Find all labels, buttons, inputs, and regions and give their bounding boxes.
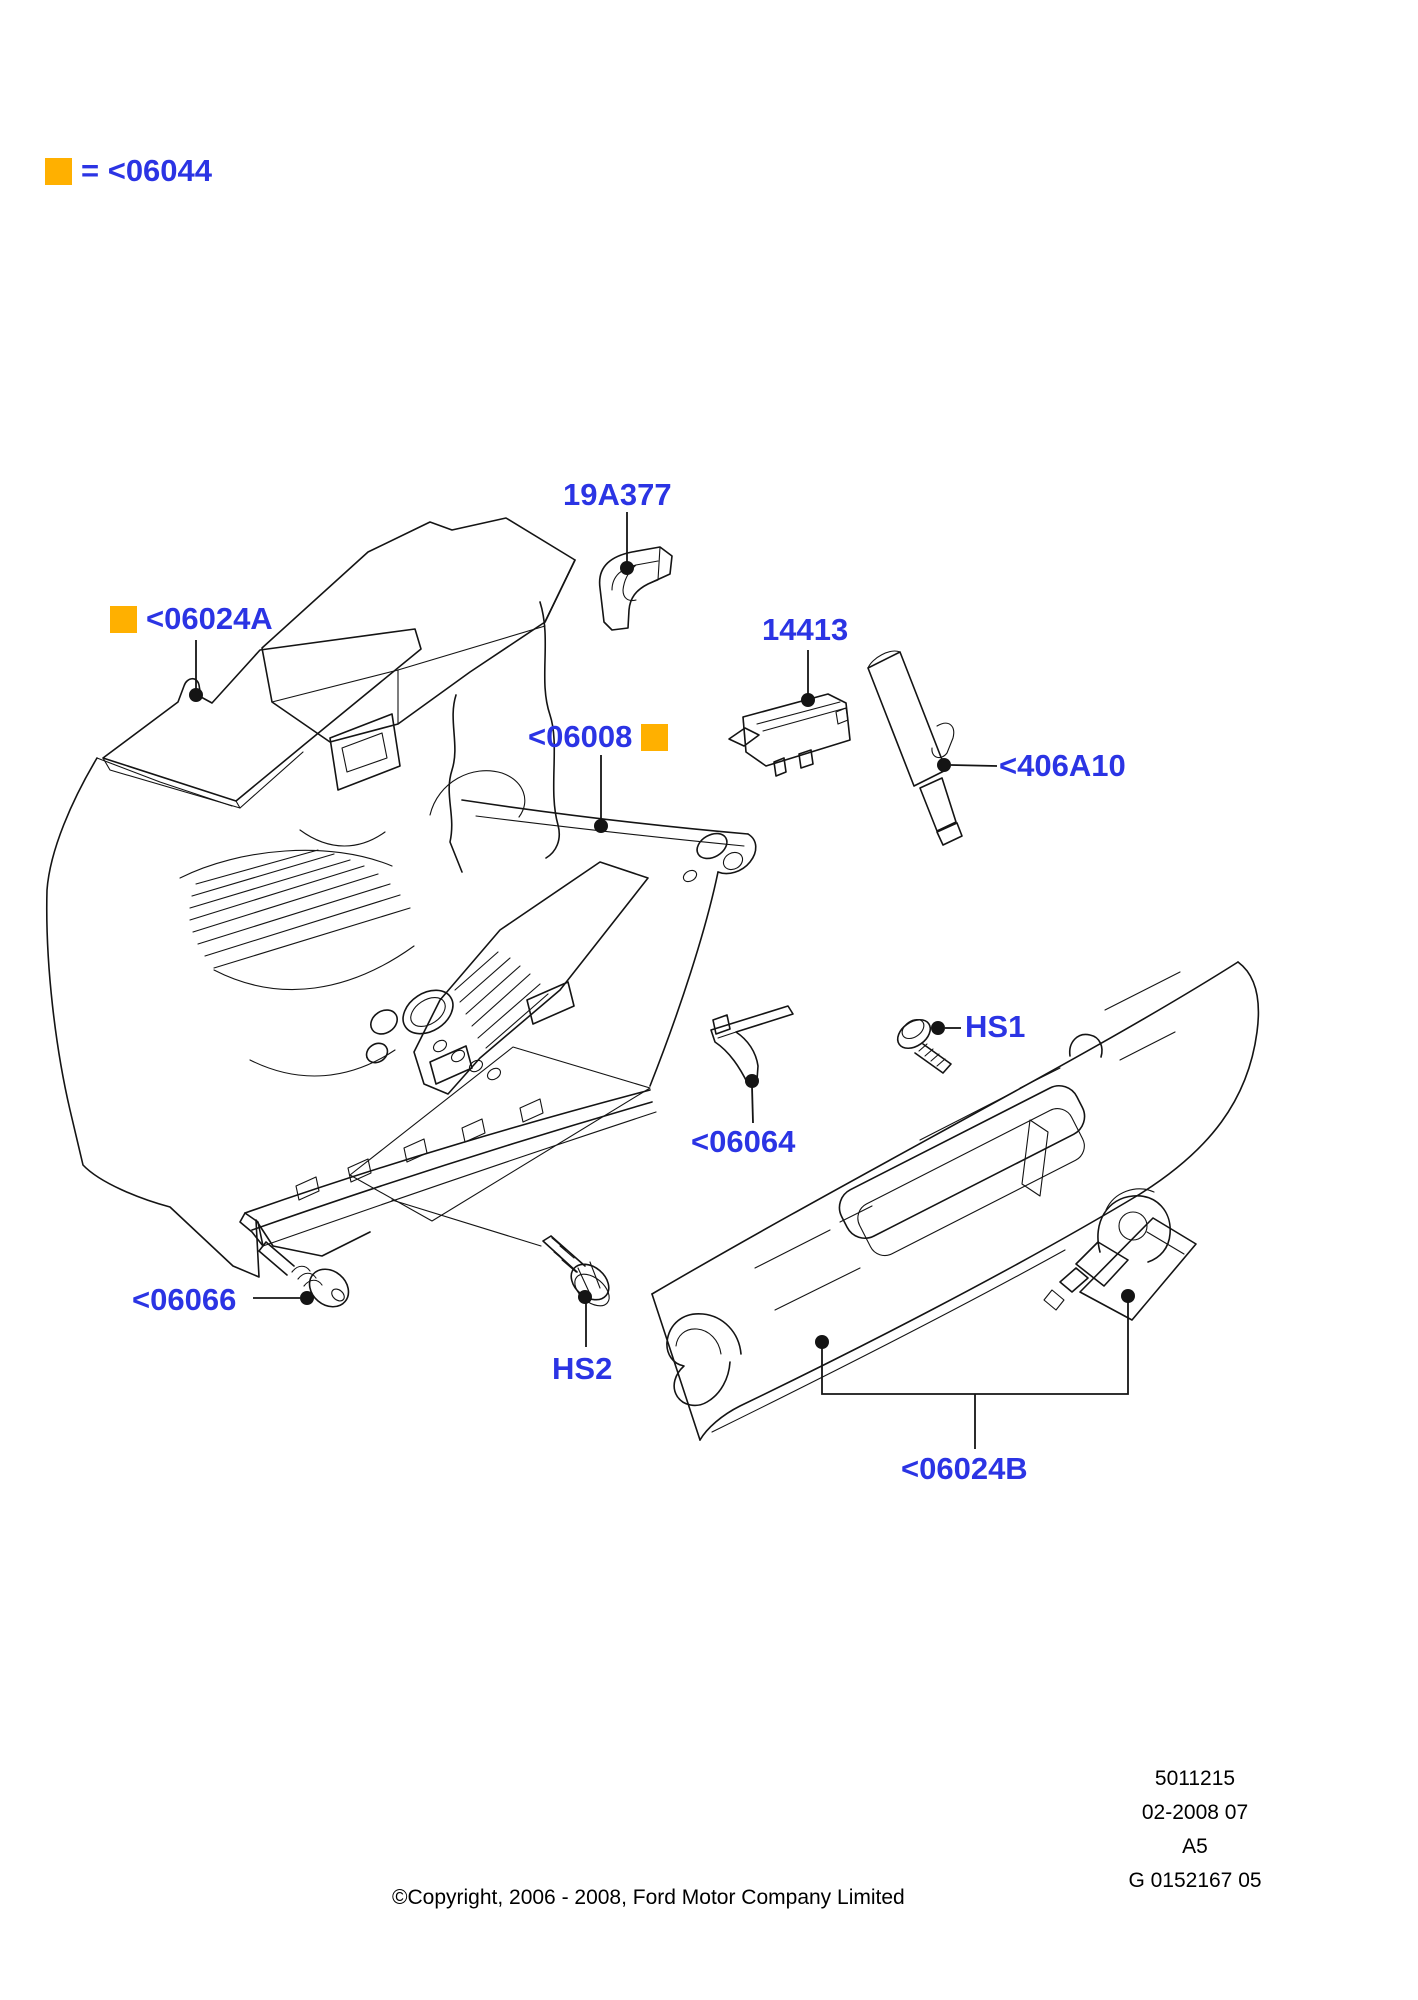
cover-panel-drawing <box>102 517 576 859</box>
callout-label: <406A10 <box>999 748 1126 783</box>
callout-19A377[interactable]: 19A377 <box>563 477 672 513</box>
push-pin-drawing <box>258 1241 350 1308</box>
callout-06024A[interactable]: <06024A <box>110 601 273 637</box>
screw-hs1-drawing <box>896 1018 952 1074</box>
callout-label: <06024B <box>901 1451 1028 1486</box>
callout-label: HS1 <box>965 1009 1026 1044</box>
retaining-clip-drawing <box>598 546 673 631</box>
callout-label: 14413 <box>762 612 849 647</box>
plate-doc-number: 5011215 <box>1154 1767 1236 1790</box>
highlight-swatch <box>110 605 137 633</box>
callout-label: <06024A <box>146 601 273 636</box>
screw-hs2-drawing <box>542 1235 610 1307</box>
highlight-swatch <box>45 157 72 185</box>
plate-sheet-format: A5 <box>1182 1835 1208 1858</box>
hinge-bracket-drawing <box>710 1005 794 1085</box>
legend-label: = <06044 <box>81 153 213 188</box>
door-latch-drawing <box>1043 1188 1197 1321</box>
highlight-swatch <box>641 723 669 751</box>
callout-HS2[interactable]: HS2 <box>552 1351 612 1387</box>
callout-06064[interactable]: <06064 <box>691 1124 795 1160</box>
callout-label: <06008 <box>528 719 633 754</box>
callout-label: HS2 <box>552 1351 613 1386</box>
latch-striker-drawing <box>728 693 851 777</box>
callout-label: 19A377 <box>563 477 672 512</box>
copyright-line: ©Copyright, 2006 - 2008, Ford Motor Comp… <box>392 1886 905 1909</box>
legend-06044: = <06044 <box>45 153 212 189</box>
callout-406A10[interactable]: <406A10 <box>999 748 1126 784</box>
damper-drawing <box>867 650 963 846</box>
plate-figure-code: G 0152167 05 <box>1128 1869 1262 1892</box>
callout-14413[interactable]: 14413 <box>762 612 848 648</box>
callout-06024B[interactable]: <06024B <box>901 1451 1028 1487</box>
callout-06008[interactable]: <06008 <box>528 719 669 755</box>
glovebox-inner-panel-drawing <box>239 799 757 1247</box>
callout-06066[interactable]: <06066 <box>132 1282 236 1318</box>
leader-lines <box>189 512 1135 1449</box>
glovebox-housing-drawing <box>45 694 526 1278</box>
callout-HS1[interactable]: HS1 <box>965 1009 1025 1045</box>
glovebox-door-drawing <box>651 961 1260 1441</box>
plate-date-code: 02-2008 07 <box>1141 1801 1249 1824</box>
plate-info-block: 5011215 02-2008 07 A5 G 0152167 05 <box>1090 1762 1300 1898</box>
callout-label: <06064 <box>691 1124 796 1159</box>
callout-label: <06066 <box>132 1282 237 1317</box>
